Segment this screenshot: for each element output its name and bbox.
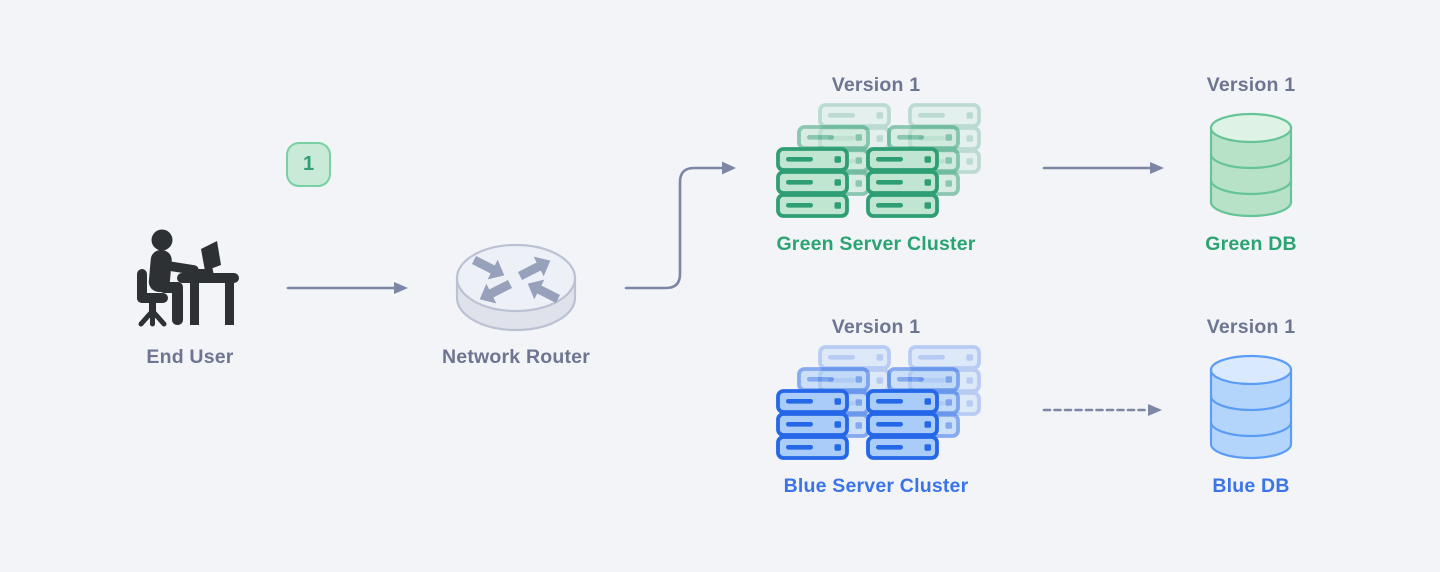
end-user-label: End User — [146, 346, 234, 368]
green-server-stack-icon — [776, 103, 982, 219]
flow-arrow-user-to-router — [286, 282, 408, 294]
green-db-version-label: Version 1 — [1206, 74, 1296, 96]
blue-server-stack-icon — [776, 345, 982, 461]
green-db-label: Green DB — [1205, 233, 1297, 255]
green-database-cylinder-icon — [1209, 110, 1293, 220]
router-arrows-glyph — [471, 255, 561, 304]
blue-db-label: Blue DB — [1212, 475, 1290, 497]
step-1-badge-label: 1 — [302, 153, 315, 175]
network-router-label: Network Router — [442, 346, 590, 368]
flow-arrow-router-to-green-cluster — [624, 161, 736, 290]
blue-database-cylinder-icon — [1209, 352, 1293, 462]
blue-cluster-version-label: Version 1 — [831, 316, 921, 338]
network-router-icon — [455, 243, 577, 332]
blue-cluster-label: Blue Server Cluster — [783, 475, 969, 497]
step-1-badge: 1 — [286, 142, 331, 187]
green-cluster-label: Green Server Cluster — [776, 233, 976, 255]
blue-db-version-label: Version 1 — [1206, 316, 1296, 338]
replication-arrow-blue-cluster-to-blue-db — [1042, 404, 1162, 416]
flow-arrow-green-cluster-to-green-db — [1042, 162, 1164, 174]
person-at-desk-icon — [137, 229, 239, 327]
green-cluster-version-label: Version 1 — [831, 74, 921, 96]
